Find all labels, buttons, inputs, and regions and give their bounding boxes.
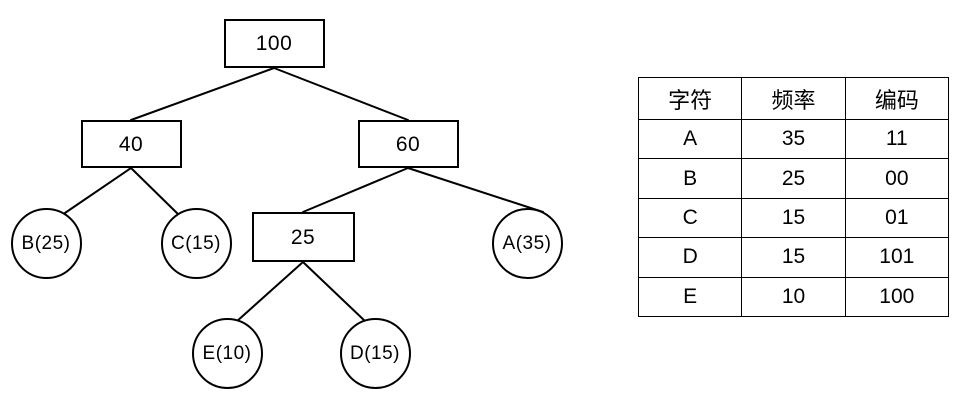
table-row: A 35 11: [637, 118, 949, 160]
tree-leaf-label: E(10): [202, 342, 252, 364]
tree-edge-root-to-n60: [273, 67, 409, 121]
tree-node-label: 25: [290, 225, 316, 249]
huffman-code-table-container: 字符 频率 编码 A 35 11 B 25 00 C 15 01 D: [637, 77, 949, 317]
cell-frequency: 10: [741, 276, 846, 317]
tree-node-label: 60: [395, 132, 421, 156]
cell-character: C: [637, 197, 743, 239]
tree-node-internal-40[interactable]: 40: [80, 120, 182, 168]
huffman-code-table: 字符 频率 编码 A 35 11 B 25 00 C 15 01 D: [637, 77, 949, 317]
tree-edge-n25-to-leafE: [235, 261, 304, 323]
column-header-code: 编码: [844, 77, 949, 120]
cell-character: D: [637, 237, 743, 278]
cell-character: A: [637, 118, 743, 160]
tree-node-root[interactable]: 100: [223, 18, 325, 68]
tree-leaf-c[interactable]: C(15): [160, 207, 232, 279]
table-row: B 25 00: [637, 158, 949, 199]
tree-edge-n25-to-leafD: [302, 261, 367, 323]
tree-leaf-a[interactable]: A(35): [491, 207, 563, 279]
tree-edge-n60-to-n25: [302, 167, 409, 213]
tree-node-label: 100: [255, 31, 293, 55]
huffman-tree-diagram: 100 40 60 B(25) C(15) 25 A(35) E(10) D(1…: [10, 18, 563, 389]
column-header-character: 字符: [637, 77, 743, 120]
cell-code: 11: [844, 118, 949, 160]
cell-character: E: [637, 276, 743, 317]
cell-frequency: 25: [741, 158, 846, 199]
tree-node-internal-60[interactable]: 60: [357, 120, 459, 168]
tree-leaf-label: B(25): [21, 232, 71, 254]
table-header-row: 字符 频率 编码: [637, 77, 949, 120]
cell-frequency: 35: [741, 118, 846, 160]
tree-leaf-label: D(15): [349, 342, 400, 364]
tree-leaf-b[interactable]: B(25): [10, 207, 82, 279]
cell-frequency: 15: [741, 197, 846, 239]
cell-code: 100: [844, 276, 949, 317]
tree-edge-root-to-n40: [130, 67, 275, 121]
table-row: C 15 01: [637, 197, 949, 239]
column-header-frequency: 频率: [741, 77, 846, 120]
tree-node-label: 40: [118, 132, 144, 156]
tree-edge-n60-to-leafA: [407, 167, 544, 213]
cell-code: 101: [844, 237, 949, 278]
tree-edge-n40-to-leafC: [130, 167, 181, 217]
cell-character: B: [637, 158, 743, 199]
tree-leaf-d[interactable]: D(15): [339, 317, 411, 389]
cell-frequency: 15: [741, 237, 846, 278]
cell-code: 00: [844, 158, 949, 199]
tree-leaf-label: A(35): [502, 232, 552, 254]
tree-edge-n40-to-leafB: [61, 167, 132, 216]
cell-code: 01: [844, 197, 949, 239]
table-row: D 15 101: [637, 237, 949, 278]
table-row: E 10 100: [637, 276, 949, 317]
table-body: A 35 11 B 25 00 C 15 01 D 15 101 E 10: [637, 118, 949, 317]
tree-leaf-label: C(15): [170, 232, 221, 254]
tree-leaf-e[interactable]: E(10): [191, 317, 263, 389]
tree-node-internal-25[interactable]: 25: [251, 212, 355, 262]
